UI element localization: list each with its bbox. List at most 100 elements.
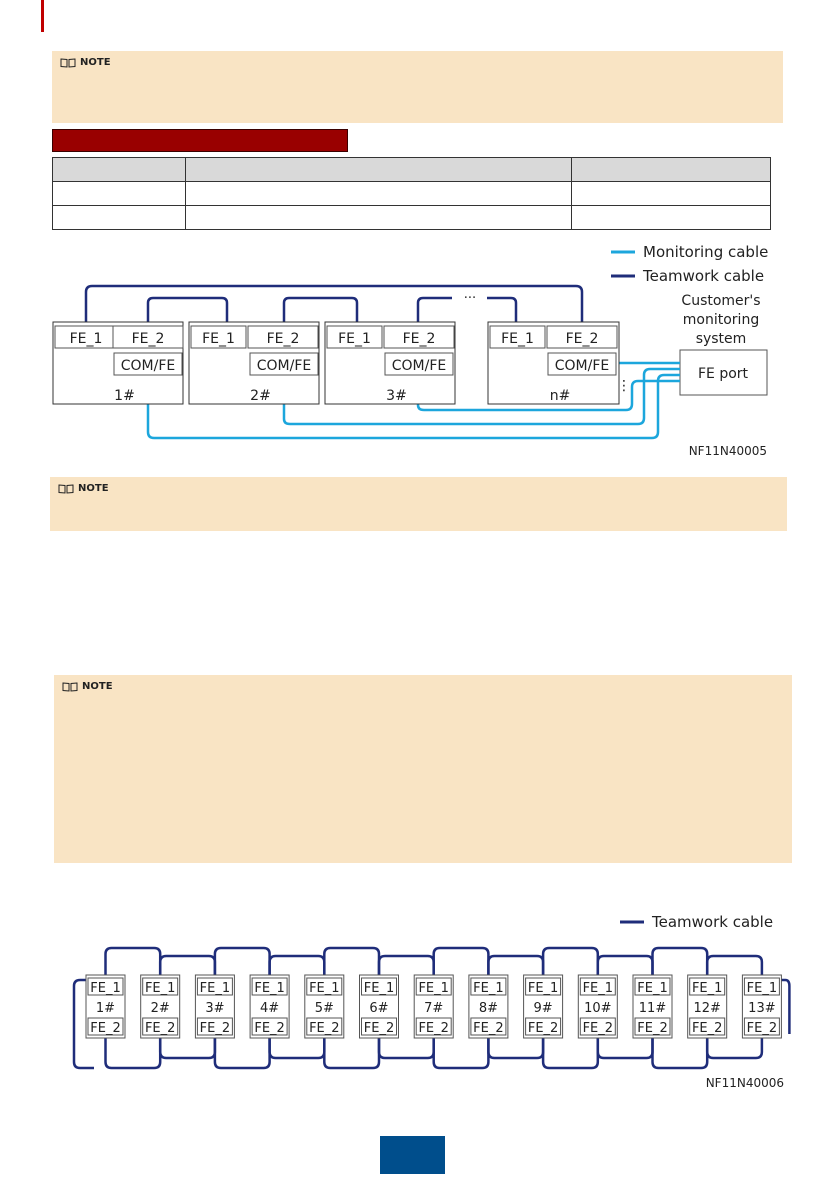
- com-port: [249, 352, 319, 376]
- fe-port-box: [679, 349, 768, 396]
- unit-label: 4#: [260, 1001, 279, 1016]
- fe1-label: FE_1: [473, 981, 503, 996]
- teamwork-cable-top: [323, 946, 381, 980]
- table-header-cell: [52, 157, 186, 182]
- fe2-port: [196, 1017, 233, 1036]
- fe2-port: [525, 1017, 562, 1036]
- fe1-port: [190, 325, 247, 349]
- margin-rule: [41, 0, 44, 32]
- fe1-label: FE_1: [364, 981, 394, 996]
- unit-label: 7#: [424, 1001, 443, 1016]
- table-cell: [52, 181, 186, 206]
- teamwork-cable-top: [651, 946, 709, 980]
- note-box-1: NOTE: [52, 51, 783, 123]
- fe1-label: FE_1: [70, 331, 103, 347]
- fe2-port: [470, 1017, 507, 1036]
- fe2-label: FE_2: [637, 1021, 667, 1036]
- monitoring-legend-label: Monitoring cable: [643, 243, 768, 261]
- fe2-port: [415, 1017, 452, 1036]
- fe1-port: [142, 977, 179, 996]
- fe1-port: [689, 977, 726, 996]
- fe2-label: FE_2: [254, 1021, 284, 1036]
- teamwork-cable-bottom: [651, 1034, 709, 1070]
- com-label: COM/FE: [392, 358, 447, 374]
- table-row: [52, 205, 771, 230]
- fe-port-label: FE port: [698, 366, 749, 382]
- fe1-label: FE_1: [145, 981, 175, 996]
- fe2-port: [743, 1017, 780, 1036]
- fe2-label: FE_2: [418, 1021, 448, 1036]
- fe2-port: [247, 325, 319, 349]
- fe2-label: FE_2: [132, 331, 165, 347]
- unit-label: 2#: [151, 1001, 170, 1016]
- fe2-label: FE_2: [267, 331, 300, 347]
- fe2-port: [383, 325, 455, 349]
- teamwork-legend-label: Teamwork cable: [651, 913, 773, 931]
- fe1-port: [196, 977, 233, 996]
- fe1-port: [579, 977, 616, 996]
- unit-label: 6#: [369, 1001, 388, 1016]
- fe2-label: FE_2: [309, 1021, 339, 1036]
- fe2-port: [306, 1017, 343, 1036]
- fe1-label: FE_1: [200, 981, 230, 996]
- page-number-box: [380, 1136, 445, 1174]
- fe1-port: [470, 977, 507, 996]
- fe1-label: FE_1: [501, 331, 534, 347]
- fe2-port: [112, 325, 184, 349]
- fe2-label: FE_2: [200, 1021, 230, 1036]
- fe1-port: [306, 977, 343, 996]
- fe1-label: FE_1: [309, 981, 339, 996]
- fe2-label: FE_2: [692, 1021, 722, 1036]
- book-icon: [62, 681, 78, 692]
- unit-label: 12#: [693, 1001, 720, 1016]
- com-label: COM/FE: [121, 358, 176, 374]
- fe2-port: [579, 1017, 616, 1036]
- fe1-label: FE_1: [254, 981, 284, 996]
- fe1-port: [743, 977, 780, 996]
- unit-label: 3#: [386, 388, 407, 404]
- monitoring-diagram: Monitoring cable Teamwork cable Customer…: [52, 243, 768, 458]
- unit-label: 9#: [534, 1001, 553, 1016]
- unit-label: 5#: [315, 1001, 334, 1016]
- monitoring-cables: [146, 361, 680, 440]
- teamwork-cable-top: [705, 954, 764, 980]
- fe2-port: [546, 325, 618, 349]
- fe1-port: [361, 977, 397, 996]
- fe1-port: [251, 977, 288, 996]
- figure-id: NF11N40005: [689, 444, 767, 458]
- customer-title-line: monitoring: [683, 312, 759, 328]
- fe1-label: FE_1: [90, 981, 120, 996]
- table-header-row: [52, 157, 771, 182]
- fe2-label: FE_2: [364, 1021, 394, 1036]
- fe2-port: [634, 1017, 671, 1036]
- table-header-cell: [185, 157, 572, 182]
- teamwork-cable-bottom: [323, 1034, 381, 1070]
- table-cell: [571, 205, 771, 230]
- fe2-label: FE_2: [566, 331, 599, 347]
- fe2-label: FE_2: [145, 1021, 175, 1036]
- fe1-port: [525, 977, 562, 996]
- teamwork-cable-top: [432, 946, 490, 980]
- vertical-dots: ⋮: [617, 378, 631, 394]
- teamwork-cable-top: [541, 946, 600, 980]
- unit-label: 13#: [748, 1001, 775, 1016]
- table-row: [52, 181, 771, 206]
- fe1-label: FE_1: [583, 981, 613, 996]
- unit-label: 11#: [639, 1001, 666, 1016]
- note-label: NOTE: [80, 57, 111, 68]
- note-header: NOTE: [62, 681, 113, 692]
- table-header-cell: [571, 157, 771, 182]
- teamwork-cable-end: [72, 978, 94, 1070]
- fe1-label: FE_1: [637, 981, 667, 996]
- fe1-port: [634, 977, 671, 996]
- teamwork-cables: [72, 946, 791, 1070]
- fe2-label: FE_2: [403, 331, 436, 347]
- book-icon: [58, 483, 74, 494]
- teamwork-cable-bottom: [705, 1034, 764, 1060]
- note-header: NOTE: [58, 483, 109, 494]
- com-port: [113, 352, 183, 376]
- note-box-2: NOTE: [50, 477, 787, 531]
- fe1-port: [87, 977, 124, 996]
- book-icon: [60, 57, 76, 68]
